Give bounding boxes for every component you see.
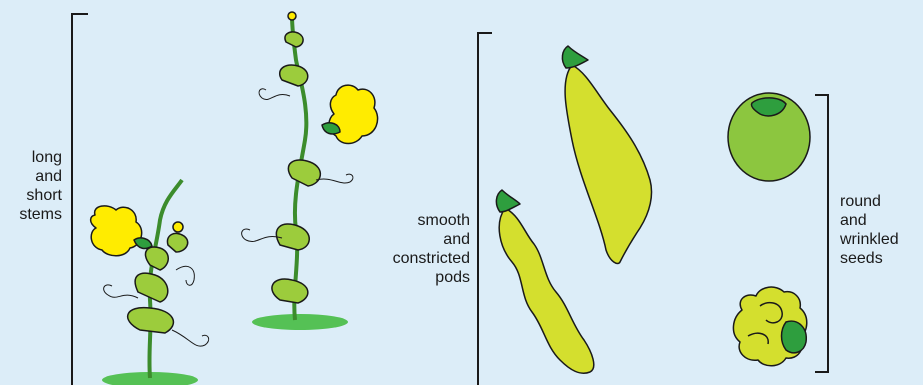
short-leaf-3 [145,247,168,270]
short-tendril-1 [104,285,138,298]
constricted-pod-stem [496,190,520,212]
short-leaf-4 [167,233,187,252]
seeds-label-line: and [840,211,899,230]
stems-label-line: long [19,148,62,167]
ground-patch-tall [252,314,348,330]
seeds-bracket [815,95,828,372]
tall-leaf-2 [276,224,309,250]
pods-label-line: constricted [393,249,470,268]
stems-bracket [72,14,88,385]
seeds-label: round and wrinkled seeds [840,192,899,268]
tall-leaf-1 [272,279,308,303]
pods-bracket [478,33,492,385]
short-pea-plant [91,180,209,385]
tall-leaf-3 [288,160,320,186]
stems-label: long and short stems [19,148,62,224]
wrinkled-seed [733,287,806,366]
seeds-label-line: round [840,192,899,211]
constricted-pod [496,190,593,373]
round-seed [728,93,810,181]
pods-label-line: and [393,230,470,249]
seeds-label-line: wrinkled [840,230,899,249]
seeds-label-line: seeds [840,249,899,268]
tall-tendril-3 [316,174,353,183]
stems-label-line: stems [19,205,62,224]
stems-label-line: short [19,186,62,205]
short-tendril-2 [172,330,209,346]
pods-label: smooth and constricted pods [393,211,470,287]
pods-label-line: pods [393,268,470,287]
tall-pea-plant [242,12,378,330]
short-bud [173,222,183,232]
short-leaf-1 [128,308,174,333]
tall-leaf-4 [280,65,308,86]
tall-tendril-1 [259,89,290,100]
stems-label-line: and [19,167,62,186]
tall-flower [329,85,378,143]
wrinkled-seed-hilum [782,321,807,353]
smooth-pod-stem [562,46,588,68]
short-flower [91,206,142,256]
pods-label-line: smooth [393,211,470,230]
tall-bud [288,12,296,20]
tall-leaf-5 [285,32,303,47]
short-leaf-2 [135,273,168,302]
short-sepal [134,238,152,248]
short-tendril-3 [176,266,194,285]
smooth-pod [562,46,651,264]
